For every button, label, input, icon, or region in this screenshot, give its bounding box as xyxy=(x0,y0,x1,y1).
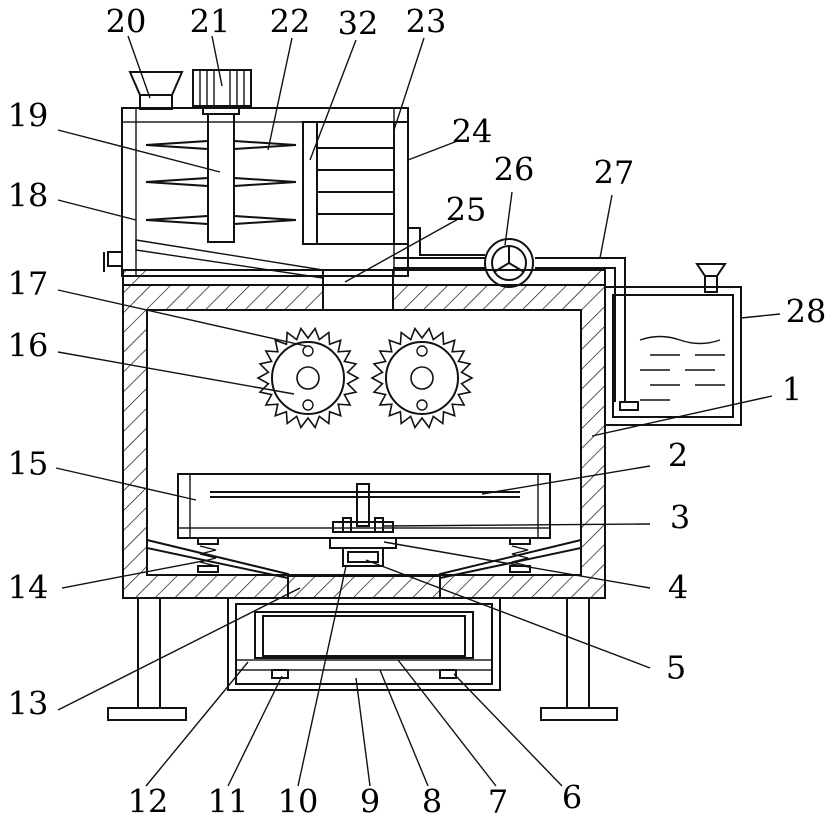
part-label-16: 16 xyxy=(8,327,49,365)
roller-bolt-hole xyxy=(303,346,313,356)
roller-bolt-hole xyxy=(417,346,427,356)
part-label-12: 12 xyxy=(128,783,169,821)
part-label-21: 21 xyxy=(190,3,231,41)
roller-hub xyxy=(297,367,319,389)
screen-tray xyxy=(147,474,581,578)
part-label-8: 8 xyxy=(422,783,442,821)
roller-bolt-hole xyxy=(417,400,427,410)
part-label-20: 20 xyxy=(106,3,147,41)
part-label-15: 15 xyxy=(8,445,49,483)
part-label-28: 28 xyxy=(786,293,827,331)
part-label-22: 22 xyxy=(270,3,311,41)
part-label-2: 2 xyxy=(668,437,688,475)
part-label-6: 6 xyxy=(562,779,582,817)
roller-bolt-hole xyxy=(303,400,313,410)
crushing-rollers xyxy=(258,329,472,428)
part-label-17: 17 xyxy=(8,265,49,303)
part-label-10: 10 xyxy=(278,783,319,821)
part-label-19: 19 xyxy=(8,97,49,135)
part-label-5: 5 xyxy=(666,649,686,687)
roller-hub xyxy=(411,367,433,389)
part-label-25: 25 xyxy=(446,191,487,229)
part-label-9: 9 xyxy=(360,783,380,821)
part-label-27: 27 xyxy=(594,154,635,192)
part-label-1: 1 xyxy=(782,371,802,409)
part-label-13: 13 xyxy=(8,685,49,723)
part-label-11: 11 xyxy=(208,783,249,821)
part-label-3: 3 xyxy=(670,499,690,537)
part-label-23: 23 xyxy=(406,3,447,41)
part-label-14: 14 xyxy=(8,569,49,607)
upper-chamber xyxy=(104,70,408,310)
part-label-18: 18 xyxy=(8,177,49,215)
part-label-24: 24 xyxy=(452,113,493,151)
part-label-7: 7 xyxy=(488,783,508,821)
part-label-4: 4 xyxy=(668,569,688,607)
part-label-26: 26 xyxy=(494,151,535,189)
part-label-32: 32 xyxy=(338,5,379,43)
